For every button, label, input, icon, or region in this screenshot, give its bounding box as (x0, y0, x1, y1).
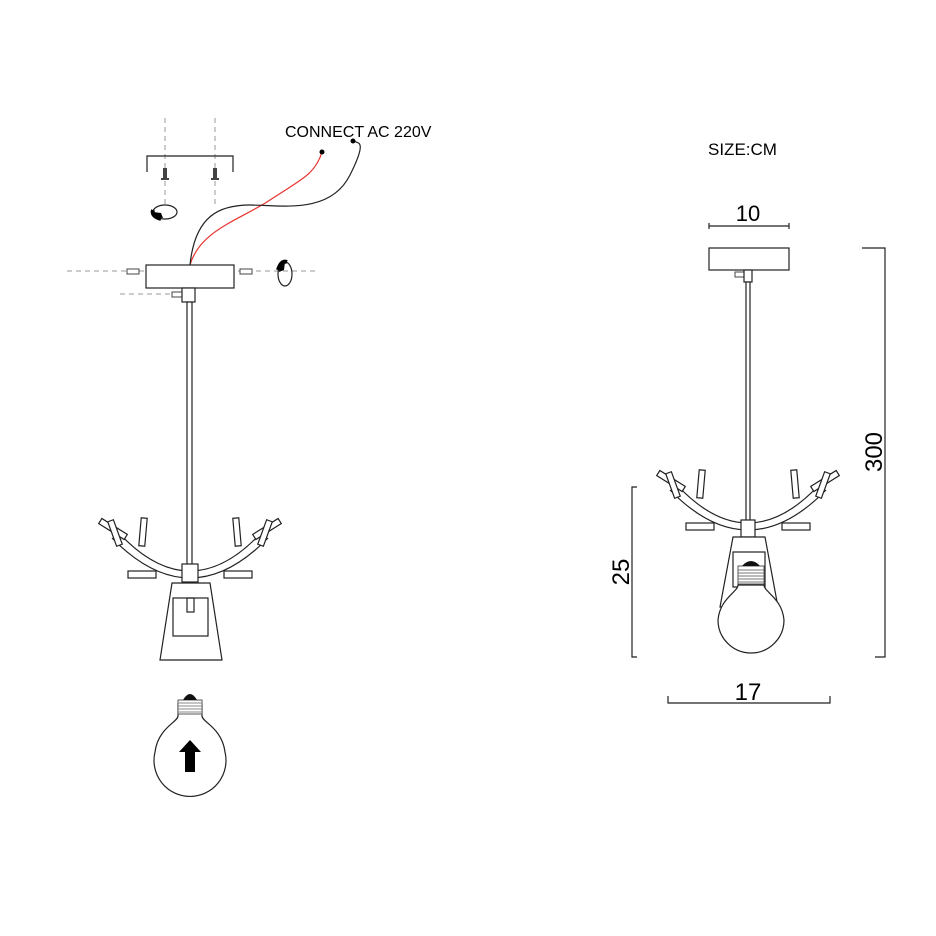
fixture-height-line (631, 486, 637, 658)
screw-icon (211, 168, 219, 180)
rotate-icon (150, 203, 179, 221)
live-wire (189, 151, 323, 266)
wiring-label: CONNECT AC 220V (285, 124, 432, 141)
screw-icon (239, 268, 253, 275)
fixture-height-label: 25 (608, 559, 635, 586)
screw-icon (161, 168, 169, 180)
bulb (153, 694, 227, 797)
canopy-width-label: 10 (736, 201, 760, 226)
socket (186, 597, 195, 613)
installation-view: CONNECT AC 220V (67, 118, 432, 797)
wire-end (350, 138, 356, 144)
screw-icon (171, 291, 183, 298)
lamp-shade (159, 582, 223, 661)
collar (181, 563, 199, 583)
dimension-view: SIZE:CM 10 300 25 17 (608, 140, 888, 706)
collar (743, 269, 753, 283)
canopy (708, 247, 790, 271)
canopy (145, 264, 235, 289)
mounting-bracket (146, 155, 234, 172)
suspension-rod (186, 301, 193, 566)
rotate-icon (276, 259, 294, 288)
canopy-width-line (708, 223, 790, 229)
collar (181, 287, 196, 303)
total-height-label: 300 (861, 432, 888, 472)
suspension-rod (745, 281, 751, 523)
total-height-line (862, 247, 886, 658)
fixture-width-label: 17 (735, 679, 762, 706)
arrow-up-icon (179, 740, 201, 772)
wire-end (319, 149, 325, 155)
screw-icon (734, 271, 745, 278)
neutral-wire (189, 139, 361, 266)
bulb (717, 561, 785, 654)
unit-label: SIZE:CM (708, 140, 777, 159)
fixture-width-line (667, 696, 831, 704)
collar (740, 519, 756, 538)
screw-icon (126, 268, 140, 275)
